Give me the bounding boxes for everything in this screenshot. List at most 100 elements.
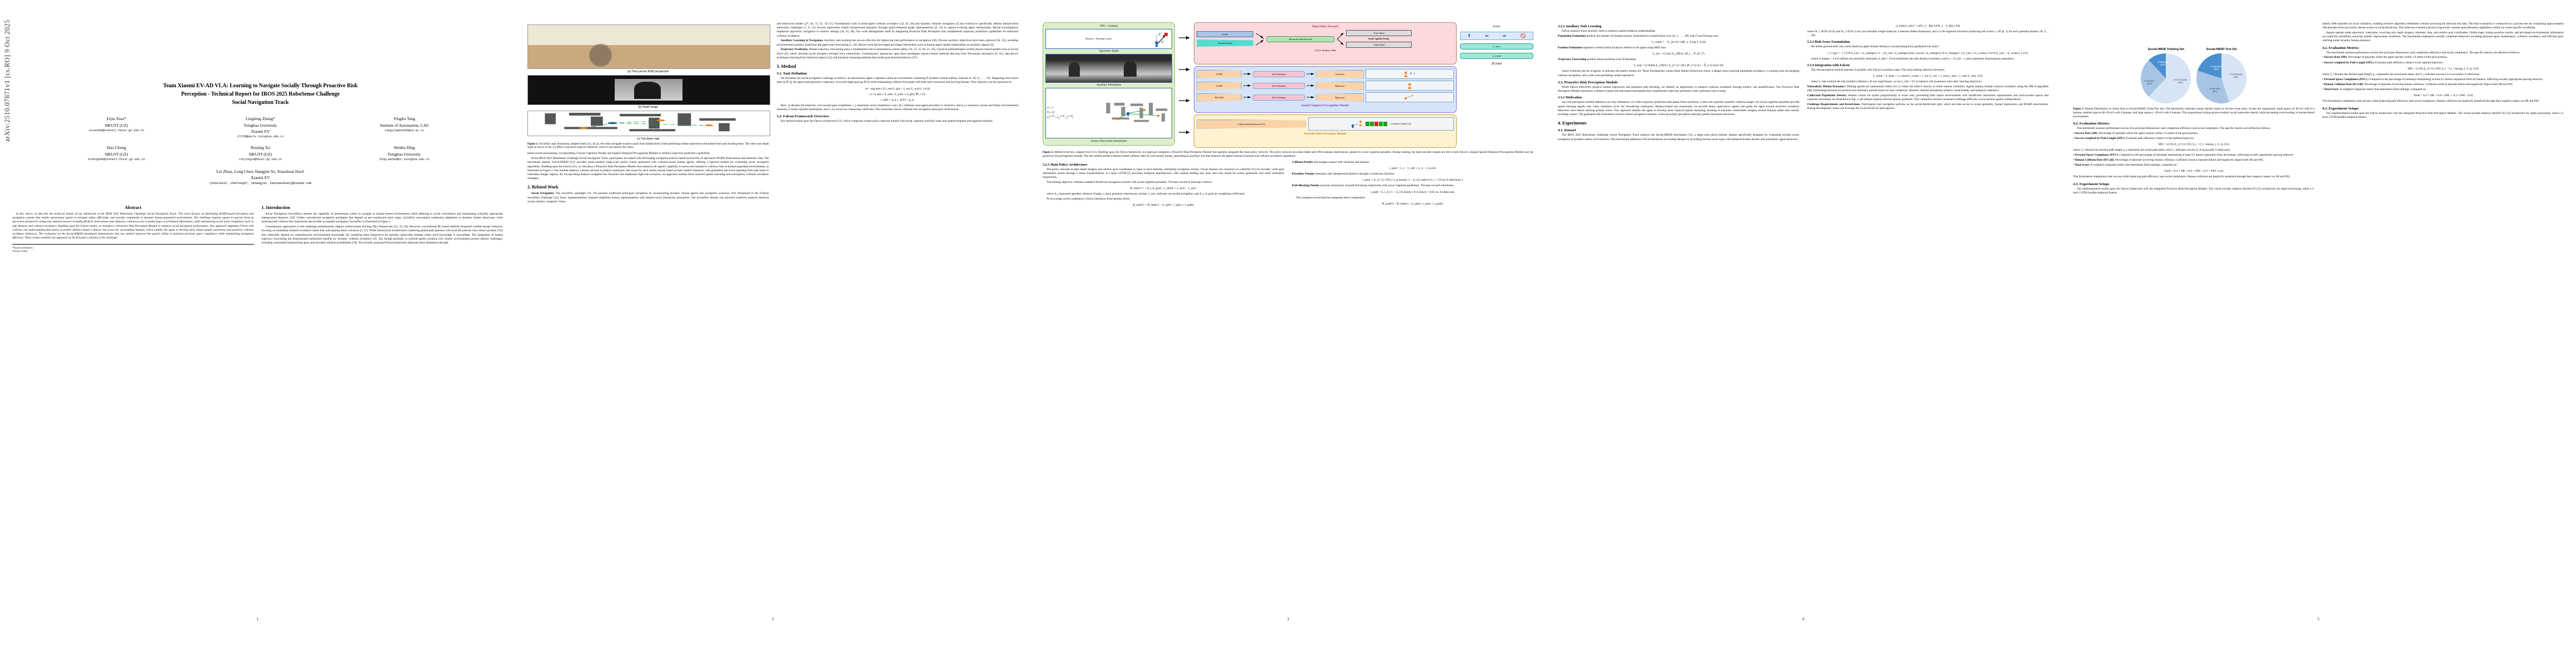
arrow-right-icon[interactable]: ➡ [1502, 33, 1507, 38]
task-definition-explanation: Here, τa denotes the trajectory over tow… [776, 103, 1019, 111]
arrow-right-icon [1243, 84, 1251, 87]
node-linear: Linear [1197, 31, 1254, 37]
figure-3-caption-text: Human Distribution by Scene Area in Soci… [2073, 107, 2315, 118]
label-action: Action [1492, 26, 1501, 28]
goal-heading-diagram: θ d [1155, 33, 1168, 47]
figure-3-caption-label: Figure 3. [2073, 107, 2084, 111]
equation-14-right: Total = 0.4 × SR + 0.6 × SPL + 0.3 × PSC… [2413, 94, 2473, 98]
label-gps-compass: GPS + Compass [1099, 25, 1118, 28]
author-email[interactable]: ding.wenbo@sz.tsinghua.edu.cn [379, 157, 430, 161]
label-trajectory-forecasting: Trajectory Forecasting [1558, 58, 1587, 62]
author-email[interactable]: renjingxu@hkust-gz.edu.cn [238, 157, 282, 161]
network-modules: Main Policy Network Linear Visual Encode… [1194, 22, 1457, 148]
label-stp-module: Spatial-Temporal Precognition Module [1301, 104, 1349, 107]
figure-2: GPS + Compass Distance + Heading to goal… [1030, 0, 1546, 158]
author-email[interactable]: zlf25@mails.tsinghua.edu.cn [237, 134, 284, 138]
author-email[interactable]: {zhoulei21, chenlong37, yehangjun, haoxi… [210, 181, 311, 185]
page2-col1-paragraph-2: In the IROS 2025 RoboSense Challenge Soc… [527, 157, 769, 181]
related-subhead-trajectory: Trajectory Prediction. [780, 48, 809, 52]
metric-label-psc: Personal Space Compliance (PSC): [2075, 153, 2119, 157]
svg-text:d: d [1162, 41, 1164, 44]
outputs-panel: Action ⬆ ⬅ ➡ 🚫 L_main L_count 𝓛_total [1459, 22, 1533, 148]
node-value-head: Value Head [1346, 42, 1412, 48]
column-right: α_risk(d_{ai}) = σ(W_2 · ReLU(W_1 · δ_R)… [1807, 22, 2049, 142]
pie-title-test: Social-HM3D Test Set [2206, 48, 2237, 51]
node-visual-encoder: Visual Encoder [1197, 39, 1254, 47]
arxiv-stamp: arXiv:2510.07871v1 [cs.RO] 9 Oct 2025 [3, 19, 11, 142]
author-entry: Erjia Xiao* HKUST (GZ) exiao469@connect.… [44, 116, 188, 139]
spatial-temporal-precognition-module: LSTM Self-Attention Classifier ✻ ? [1194, 66, 1457, 113]
arrow-converge-icon [1255, 33, 1264, 46]
author-name: Erjia Xiao* [106, 116, 127, 122]
author-entry-last: Lei Zhou, Long Chen, Hangjun Ye, Xiaoshu… [44, 168, 476, 186]
stop-icon[interactable]: 🚫 [1520, 33, 1526, 38]
metric-success-rate: • Success Rate (SR): Percentage of episo… [2073, 131, 2199, 135]
risk-vector-icon [1366, 121, 1388, 126]
metric-success-rate-right: • Success Rate (SR): Percentage of episo… [2322, 56, 2448, 59]
page-number: 2 [771, 617, 774, 621]
abstract-heading: Abstract [124, 205, 142, 210]
naturalistic-motion-paragraph: Naturalistic Motion Dynamics: Walking sp… [1807, 84, 2049, 93]
arrow-right-icon [1307, 84, 1315, 87]
author-entry: Yingbo Tang Institute of Automation, CAS… [332, 116, 476, 139]
main-policy-text-3: where Δ_t represents geodesic distance c… [1047, 192, 1245, 196]
intro-paragraph-1: Social Navigation (SocialNav) denotes th… [261, 212, 504, 224]
related-work-trajectory: Trajectory Prediction. Human trajectory … [776, 48, 1019, 59]
footnote-equal-contribution: *Equal contribution. [12, 246, 33, 249]
label-main-policy-network: Main Policy Network [1312, 25, 1339, 28]
metrics-list-2: • Personal Space Compliance (PSC): Compu… [2073, 153, 2315, 168]
page5-continue-paragraph: mately 1000 episodes for local validatio… [2322, 22, 2564, 30]
author-email[interactable]: exiao469@connect.hkust-gz.edu.cn [88, 128, 145, 132]
equation-1-constraint: s.t. d_a(t) ≥ d_safe, d_a,i(t) ≥ d_p(t),… [869, 92, 926, 96]
page2-col1-continue: future-aware mechanisms, incorporating a… [527, 152, 711, 156]
dataset-text: The IROS 2025 RoboSense Challenge Social… [1558, 133, 1800, 141]
svg-text:θ: θ [1159, 33, 1160, 37]
figure-1a-rgb-image [527, 24, 770, 69]
column-right: mately 1000 episodes for local validatio… [2323, 22, 2564, 196]
author-email[interactable]: hcheng046@connect.hkust-gz.edu.cn [88, 157, 145, 161]
figure-1: (a) Third person RGB perspective (b) Dep… [527, 24, 770, 150]
author-email[interactable]: tangyingbo2020@ia.ac.cn [384, 128, 425, 132]
figure-1c-subcaption: (c) Top-down map [637, 137, 660, 141]
figure-1-caption-text: SocialNav task illustration, adapted fro… [527, 142, 769, 150]
related-work-social-nav: Social Navigation. The SocialNav paradig… [527, 192, 769, 203]
depth-image-sample [1045, 54, 1173, 83]
label-population-estimation: Population Estimation [1558, 34, 1586, 38]
arrow-left-icon[interactable]: ⬅ [1484, 33, 1489, 38]
arrow-right-icon [1179, 36, 1190, 40]
main-policy-network: Main Policy Network Linear Visual Encode… [1194, 22, 1457, 64]
total-explanation-right: This formulation emphasizes task success… [2322, 99, 2540, 103]
author-affiliation: HKUST (GZ) [104, 151, 128, 157]
loss-main: L_main [1459, 43, 1533, 49]
person-icon [1408, 83, 1411, 89]
metric-spl: • Success weighted by Path Length (SPL):… [2073, 136, 2195, 140]
subsubsection-auxiliary-task: 3.2.2 Auxiliary Task Learning [1558, 24, 1602, 28]
task-definition-text: We formalize the social navigation chall… [776, 77, 1019, 84]
subsection-dataset: 4.1. Dataset [1558, 128, 1576, 133]
intro-paragraph-2: Contemporary approaches to this challeng… [261, 225, 504, 245]
auxiliary-formulas: N = 3(xa, ya)Pit:t+H = (xit:t+H, yit:t+H… [1047, 106, 1074, 120]
label-calibrated-population: Calibrated Population Density: [1807, 93, 1847, 97]
label-auxiliary-information: Auxiliary Information [1097, 84, 1122, 87]
subsubsection-risk-score: 3.3.3 Risk Score Formulation [1807, 40, 1850, 44]
integration-text: The risk perception module operates in p… [1811, 68, 1945, 72]
risk-pair-icon [1351, 121, 1362, 128]
equation-3: R_total^t = R_base^t − (r_ped + r_pers +… [1133, 203, 1194, 207]
equation-13: SPL = (1/N) Σ_{i=1}^{N} S_i · ℓ_i / max(… [2158, 142, 2229, 146]
abstract-text: In this report, we describe the technica… [12, 212, 254, 240]
risk-score-text: We define ground-truth risk scores based… [1811, 45, 1940, 49]
equation-14: Total = 0.4 × SR + 0.6 × SPL + 0.3 × PSC… [2164, 170, 2224, 173]
page-2: (a) Third person RGB perspective (b) Dep… [515, 0, 1030, 667]
snowflake-icon: ✻ [1409, 73, 1412, 76]
author-entry: Hao Cheng HKUST (GZ) hcheng046@connect.h… [44, 145, 188, 162]
arrow-up-icon[interactable]: ⬆ [1467, 33, 1471, 38]
node-self-attention: Self-Attention [1252, 82, 1306, 89]
label-distance-heading: Distance + Heading to goal [1085, 37, 1112, 41]
author-block: Erjia Xiao* HKUST (GZ) exiao469@connect.… [44, 116, 476, 186]
figure-1c-topdown-map [527, 111, 770, 136]
title-line-3: Social Navigation Track [232, 99, 289, 106]
sensor-data-panel: GPS + Compass Distance + Heading to goal… [1043, 22, 1175, 148]
